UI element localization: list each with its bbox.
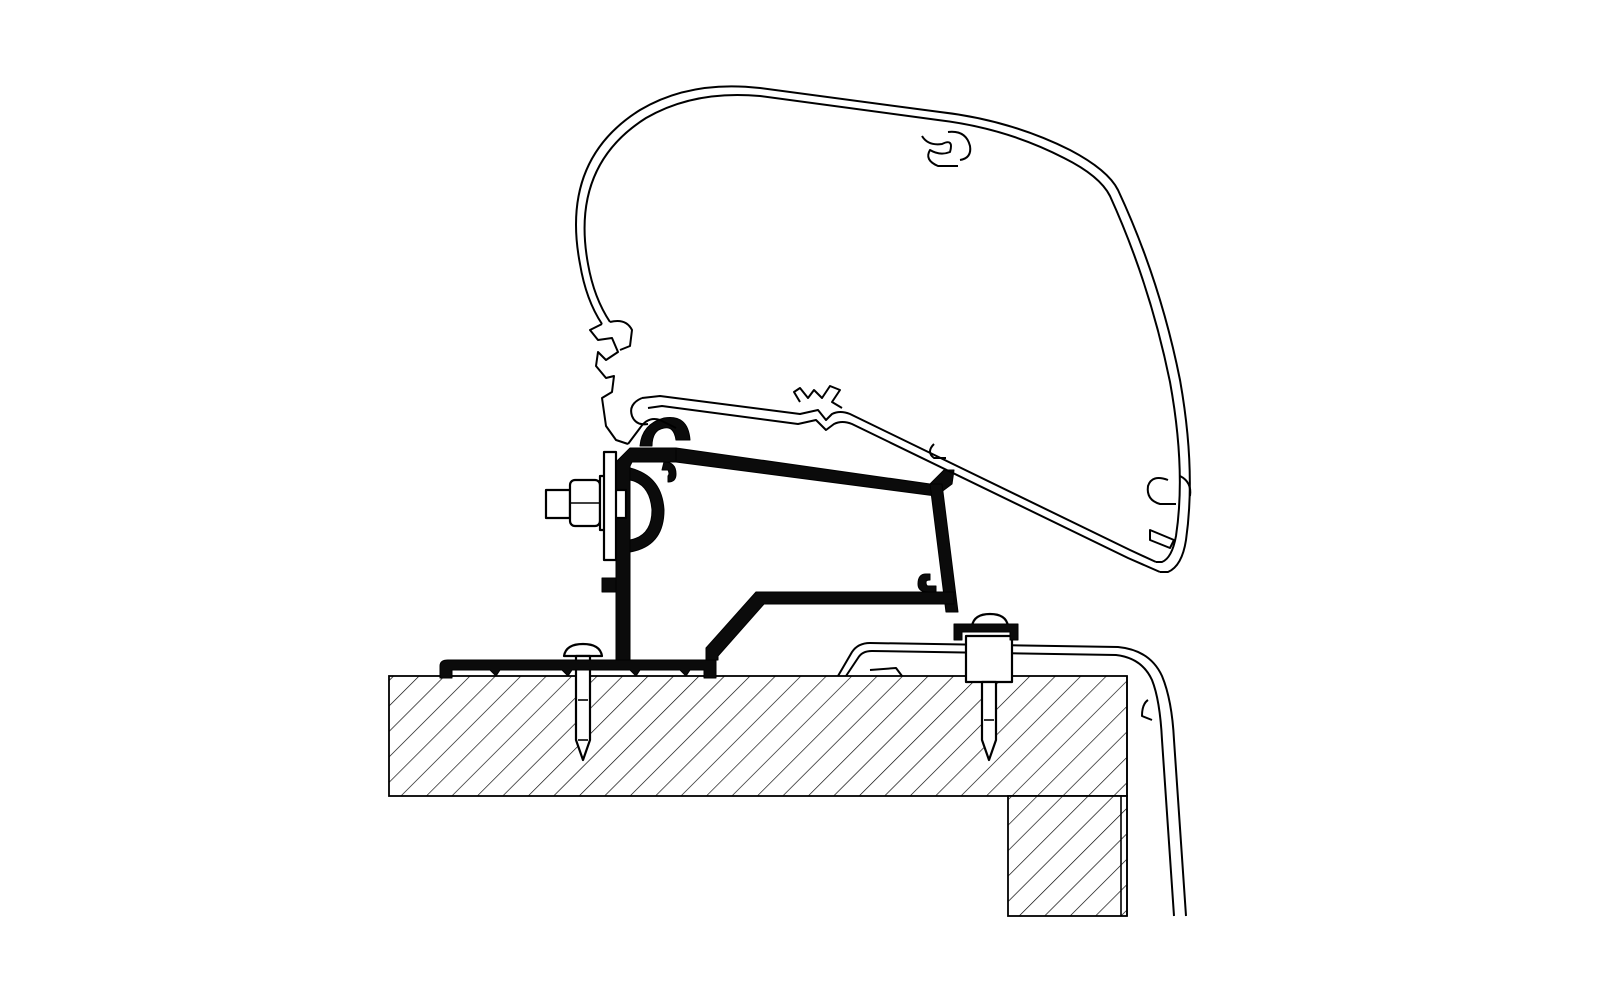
awning-housing-profile — [575, 85, 1192, 573]
bolt-plate — [602, 450, 618, 562]
bolt-shaft — [544, 488, 572, 520]
screw-right — [964, 612, 1014, 762]
adapter-rail — [439, 416, 1019, 679]
roof-edge-trim — [837, 642, 1187, 917]
roof-section — [388, 675, 1128, 797]
screw-left — [562, 642, 604, 762]
wall-section — [1007, 795, 1128, 917]
bolt-nut-assembly — [544, 450, 628, 562]
